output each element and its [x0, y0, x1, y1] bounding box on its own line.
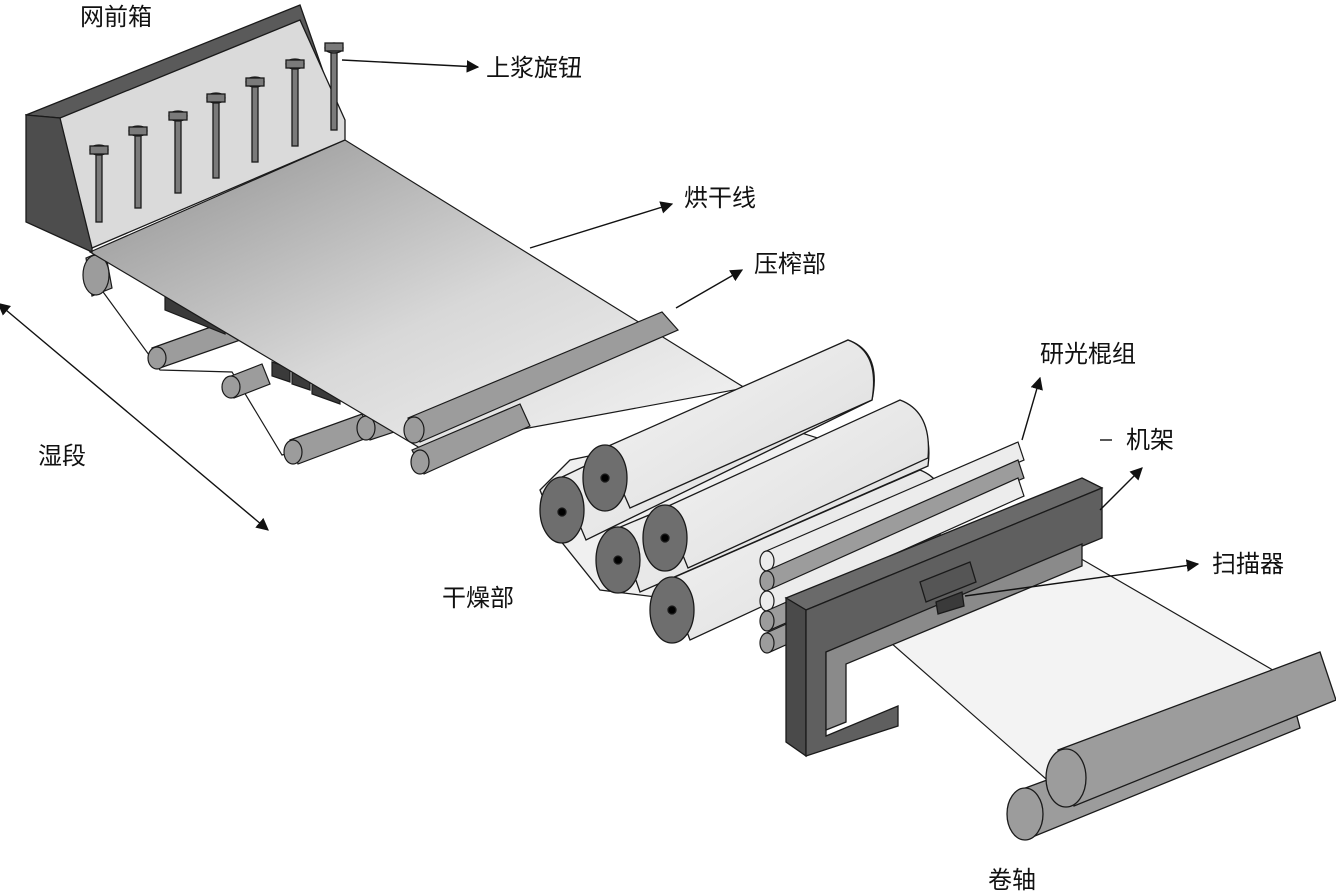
press-roll-lower — [410, 403, 531, 475]
frame-front — [785, 596, 807, 758]
scanner-frame — [784, 477, 1104, 758]
reel — [1006, 651, 1336, 841]
label-scanner: 扫描器 — [1212, 550, 1284, 578]
leader-lines — [0, 59, 1200, 597]
arrow-drying-line — [529, 201, 674, 249]
label-slice-knob: 上浆旋钮 — [486, 54, 582, 82]
label-calender-stack: 研光棍组 — [1040, 340, 1136, 368]
reel-roll-front — [1045, 651, 1336, 808]
arrow-slice-knob — [341, 59, 480, 73]
dryer-cylinder-2 — [582, 339, 875, 512]
scanner-head — [919, 561, 977, 615]
arrow-wet-section — [0, 302, 269, 531]
knob-6 — [285, 58, 305, 147]
knob-2 — [128, 125, 148, 209]
label-drying-line: 烘干线 — [684, 184, 756, 212]
calender-roll-2 — [759, 459, 1025, 592]
label-dryer-section: 干燥部 — [442, 584, 514, 612]
headbox — [25, 4, 346, 254]
frame-inner — [825, 543, 1083, 731]
label-reel: 卷轴 — [988, 866, 1036, 894]
slice-knobs — [89, 42, 344, 223]
wet-roll-2 — [221, 363, 271, 399]
label-press-section: 压榨部 — [754, 250, 826, 278]
knob-3 — [168, 110, 188, 194]
label-wet-section: 湿段 — [38, 442, 86, 470]
label-headbox: 网前箱 — [80, 3, 152, 31]
press-rolls — [403, 311, 679, 475]
knob-7 — [324, 42, 344, 131]
knob-1 — [89, 144, 109, 223]
dryer-section — [539, 339, 946, 644]
labels: 网前箱 上浆旋钮 烘干线 压榨部 湿段 研光棍组 机架 扫描器 干燥部 卷轴 — [38, 3, 1284, 894]
knob-5 — [245, 76, 265, 163]
knob-4 — [206, 92, 226, 179]
arrow-scanner — [964, 559, 1200, 597]
press-roll-upper — [403, 311, 679, 444]
label-frame: 机架 — [1126, 426, 1174, 454]
calender-roll-3 — [759, 477, 1025, 612]
arrow-frame — [1099, 467, 1143, 511]
arrow-calender-stack — [1021, 376, 1043, 441]
arrow-press-section — [675, 269, 744, 309]
headbox-back-face — [25, 114, 93, 254]
frame-front-face — [805, 487, 1103, 757]
dryer-cylinder-4 — [642, 399, 930, 572]
